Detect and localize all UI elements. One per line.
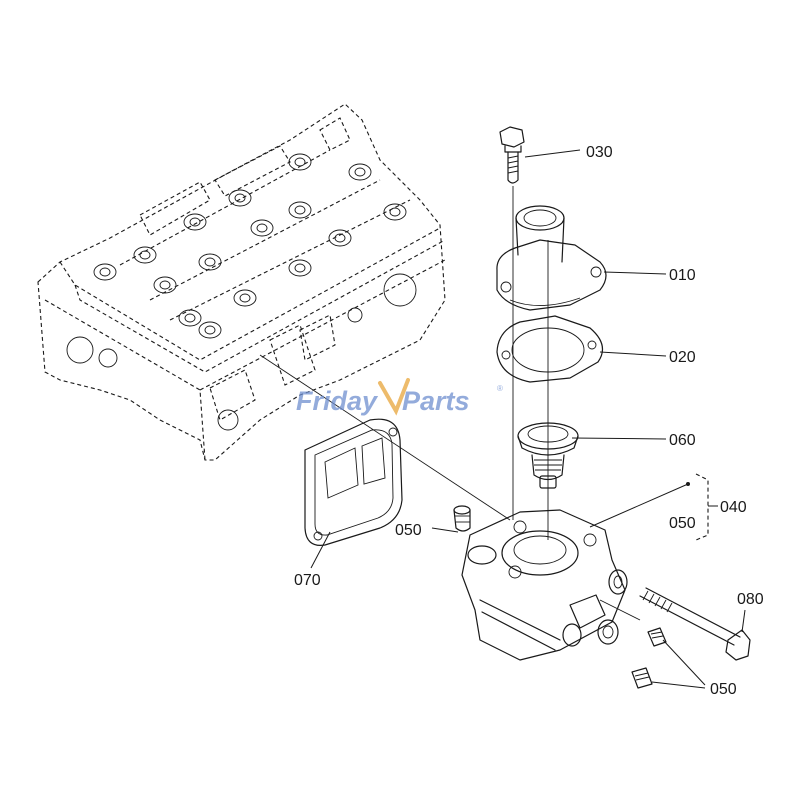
watermark-text-friday: Friday — [296, 386, 379, 416]
thermostat-housing-drawing — [461, 509, 628, 661]
label-020: 020 — [669, 349, 696, 366]
plug-050-left-drawing — [453, 505, 471, 532]
cylinder-head-drawing — [37, 103, 446, 461]
label-010: 010 — [669, 267, 696, 284]
watermark-check-icon — [378, 378, 410, 416]
label-030: 030 — [586, 144, 613, 161]
bolt-080-drawing — [639, 587, 751, 661]
label-060: 060 — [669, 432, 696, 449]
part-labels: 030 010 020 060 040 050 050 070 080 050 — [294, 144, 764, 698]
watermark-logo: Friday Parts ® — [296, 378, 503, 416]
label-080: 080 — [737, 591, 764, 608]
label-040: 040 — [720, 499, 747, 516]
label-050-group: 050 — [669, 515, 696, 532]
watermark-text-parts: Parts — [402, 386, 470, 416]
leader-lines — [310, 149, 746, 689]
plug-050-bottom-drawing — [631, 627, 667, 689]
bolt-030-drawing — [499, 126, 525, 200]
water-outlet-010-drawing — [496, 205, 607, 311]
label-070: 070 — [294, 572, 321, 589]
gasket-070-drawing — [304, 418, 403, 546]
registered-mark: ® — [497, 384, 503, 393]
assembly-lines — [259, 200, 641, 621]
label-050-left: 050 — [395, 522, 422, 539]
label-050-bottom: 050 — [710, 681, 737, 698]
